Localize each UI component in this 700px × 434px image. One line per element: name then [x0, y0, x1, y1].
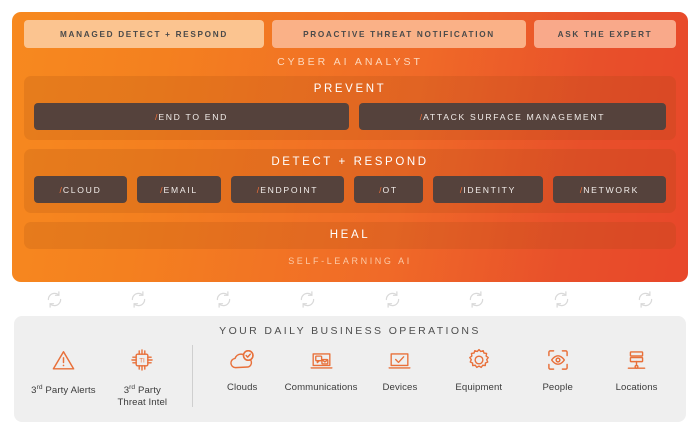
operation-item-third-party-threat-intel[interactable]: TI 3rd Party Threat Intel — [103, 343, 182, 409]
prevent-item-label: END TO END — [158, 111, 229, 122]
detect-item-label: EMAIL — [163, 184, 198, 195]
self-learning-ai-label: SELF-LEARNING AI — [288, 256, 412, 266]
prevent-item-label: ATTACK SURFACE MANAGEMENT — [423, 111, 606, 122]
detect-item-ot[interactable]: /OT — [354, 176, 423, 203]
sync-circular-arrows-icon — [213, 289, 234, 310]
server-stack-icon — [623, 343, 650, 377]
cloud-check-icon — [227, 343, 257, 377]
detect-respond-title: DETECT + RESPOND — [271, 156, 429, 168]
sync-circular-arrows-icon — [382, 289, 403, 310]
operation-label-line2: Threat Intel — [117, 397, 168, 409]
sync-circular-arrows-icon — [128, 289, 149, 310]
platform-panel: MANAGED DETECT + RESPOND PROACTIVE THREA… — [12, 12, 688, 282]
detect-item-label: ENDPOINT — [260, 184, 319, 195]
sync-cell — [181, 289, 266, 310]
slash-accent: / — [59, 184, 62, 195]
svg-text:TI: TI — [140, 357, 146, 364]
daily-business-operations-panel: YOUR DAILY BUSINESS OPERATIONS 3rd Party… — [14, 316, 686, 422]
prevent-block: PREVENT /END TO END /ATTACK SURFACE MANA… — [24, 76, 676, 140]
operation-item-label: Communications — [285, 382, 358, 394]
slash-accent: / — [579, 184, 583, 195]
detect-item-endpoint[interactable]: /ENDPOINT — [231, 176, 344, 203]
prevent-item-end-to-end[interactable]: /END TO END — [34, 103, 349, 130]
operation-item-label: 3rd Party Threat Intel — [117, 382, 167, 409]
sync-circular-arrows-icon — [635, 289, 656, 310]
detect-item-label: OT — [382, 184, 398, 195]
service-ask-the-expert[interactable]: ASK THE EXPERT — [534, 20, 676, 48]
slash-accent: / — [160, 184, 163, 195]
operation-item-third-party-alerts[interactable]: 3rd Party Alerts — [24, 343, 103, 397]
operation-item-label: Clouds — [227, 382, 257, 394]
detect-item-label: IDENTITY — [463, 184, 517, 195]
sync-cell — [266, 289, 351, 310]
slash-accent: / — [459, 184, 463, 195]
threat-intel-chip-icon: TI — [128, 343, 156, 377]
prevent-item-attack-surface-management[interactable]: /ATTACK SURFACE MANAGEMENT — [359, 103, 666, 130]
sync-cell — [12, 289, 97, 310]
sync-circular-arrows-icon — [551, 289, 572, 310]
sync-cell — [435, 289, 520, 310]
operation-item-equipment[interactable]: Equipment — [439, 343, 518, 394]
sync-cell — [604, 289, 689, 310]
operations-items: 3rd Party Alerts TI 3rd Party — [14, 343, 686, 415]
sync-icon-row — [12, 284, 688, 314]
operations-divider — [191, 345, 193, 407]
heal-title: HEAL — [329, 229, 371, 241]
sync-circular-arrows-icon — [297, 289, 318, 310]
detect-respond-block: DETECT + RESPOND /CLOUD /EMAIL /ENDPOINT… — [24, 149, 676, 213]
prevent-chip-row: /END TO END /ATTACK SURFACE MANAGEMENT — [34, 103, 666, 130]
slash-accent: / — [419, 111, 423, 122]
cyber-ai-analyst-title: CYBER AI ANALYST — [277, 56, 423, 68]
operation-item-label: Locations — [616, 382, 658, 394]
operation-label-line1: Locations — [615, 382, 658, 393]
detect-item-label: CLOUD — [62, 184, 102, 195]
detect-item-label: NETWORK — [583, 184, 640, 195]
service-managed-detect-respond[interactable]: MANAGED DETECT + RESPOND — [24, 20, 264, 48]
sync-circular-arrows-icon — [44, 289, 65, 310]
detect-chip-row: /CLOUD /EMAIL /ENDPOINT /OT /IDENTITY /N… — [34, 176, 666, 203]
slash-accent: / — [154, 111, 158, 122]
operations-title: YOUR DAILY BUSINESS OPERATIONS — [219, 325, 481, 337]
sync-circular-arrows-icon — [466, 289, 487, 310]
service-proactive-threat-notification[interactable]: PROACTIVE THREAT NOTIFICATION — [272, 20, 526, 48]
detect-item-cloud[interactable]: /CLOUD — [34, 176, 127, 203]
sync-cell — [350, 289, 435, 310]
prevent-title: PREVENT — [313, 83, 387, 95]
operation-item-label: Devices — [383, 382, 418, 394]
heal-block: HEAL — [24, 222, 676, 249]
laptop-check-icon — [385, 343, 414, 377]
slash-accent: / — [379, 184, 382, 195]
communications-icon — [307, 343, 336, 377]
warning-triangle-icon — [50, 343, 77, 377]
services-row: MANAGED DETECT + RESPOND PROACTIVE THREA… — [24, 20, 676, 48]
operation-label-line1: Devices — [382, 382, 418, 393]
sync-cell — [97, 289, 182, 310]
gear-icon — [465, 343, 493, 377]
slash-accent: / — [256, 184, 260, 195]
sync-cell — [519, 289, 604, 310]
operation-label-line1: Clouds — [226, 382, 258, 393]
operation-item-locations[interactable]: Locations — [597, 343, 676, 394]
detect-item-network[interactable]: /NETWORK — [553, 176, 666, 203]
operation-label-line1: People — [542, 382, 573, 393]
operation-label-line1: Equipment — [455, 382, 503, 393]
operation-item-clouds[interactable]: Clouds — [203, 343, 282, 394]
eye-scan-icon — [544, 343, 572, 377]
operation-item-label: 3rd Party Alerts — [31, 382, 96, 397]
operation-item-people[interactable]: People — [518, 343, 597, 394]
operation-item-devices[interactable]: Devices — [361, 343, 440, 394]
detect-item-email[interactable]: /EMAIL — [137, 176, 221, 203]
detect-item-identity[interactable]: /IDENTITY — [433, 176, 543, 203]
operation-label-line1: Communications — [284, 382, 358, 393]
operation-item-communications[interactable]: Communications — [282, 343, 361, 394]
operation-label-line1: 3rd Party — [123, 384, 161, 397]
operation-item-label: People — [542, 382, 572, 394]
operation-label-line1: 3rd Party Alerts — [31, 384, 96, 397]
operation-item-label: Equipment — [455, 382, 502, 394]
